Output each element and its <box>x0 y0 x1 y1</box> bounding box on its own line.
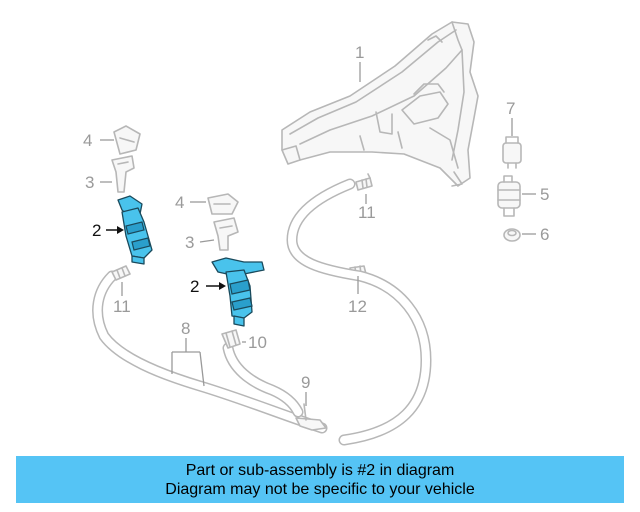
parts-diagram: 1 4 3 2 4 3 2 7 5 6 11 12 11 8 10 9 <box>83 21 549 446</box>
tee-fitting <box>295 403 327 431</box>
nozzle-cover-left <box>113 125 141 155</box>
callout-2a-arrow <box>106 226 124 234</box>
callout-3a: 3 <box>85 173 94 192</box>
callout-4a: 4 <box>83 131 92 150</box>
washer-reservoir <box>281 21 479 187</box>
washer-hose-main <box>286 178 432 446</box>
washer-level-sensor <box>502 136 522 169</box>
check-valve <box>221 329 241 349</box>
callout-10: 10 <box>248 333 267 352</box>
nozzle-left <box>111 155 135 193</box>
callout-8: 8 <box>181 319 190 338</box>
nozzle-right <box>213 217 239 251</box>
callout-6: 6 <box>540 225 549 244</box>
callout-1: 1 <box>355 43 364 62</box>
caption-bar: Part or sub-assembly is #2 in diagram Di… <box>16 456 624 503</box>
nozzle-cover-right <box>207 193 239 215</box>
callout-2b: 2 <box>190 277 199 296</box>
callout-3b-leader <box>199 239 215 243</box>
washer-hose-left <box>92 270 328 434</box>
caption-part-note: Part or sub-assembly is #2 in diagram <box>185 462 455 479</box>
callout-12: 12 <box>348 297 367 316</box>
washer-cylinder-left <box>117 195 153 265</box>
washer-pump <box>497 175 521 217</box>
washer-cylinder-right <box>211 257 265 327</box>
callout-11a: 11 <box>358 203 376 222</box>
callout-9: 9 <box>301 373 310 392</box>
hose-connector-upper <box>355 173 373 191</box>
callout-4b: 4 <box>175 193 184 212</box>
washer-hose-short <box>222 342 304 418</box>
caption-disclaimer: Diagram may not be specific to your vehi… <box>165 481 475 498</box>
callout-5: 5 <box>540 185 549 204</box>
pump-grommet <box>503 228 521 242</box>
hose-connector-lower <box>111 265 131 281</box>
callout-8-leader <box>171 338 205 387</box>
callout-2a: 2 <box>92 221 101 240</box>
callout-3b: 3 <box>185 233 194 252</box>
callout-11b: 11 <box>113 297 131 316</box>
callout-2b-arrow <box>206 282 226 290</box>
callout-7: 7 <box>506 99 515 118</box>
